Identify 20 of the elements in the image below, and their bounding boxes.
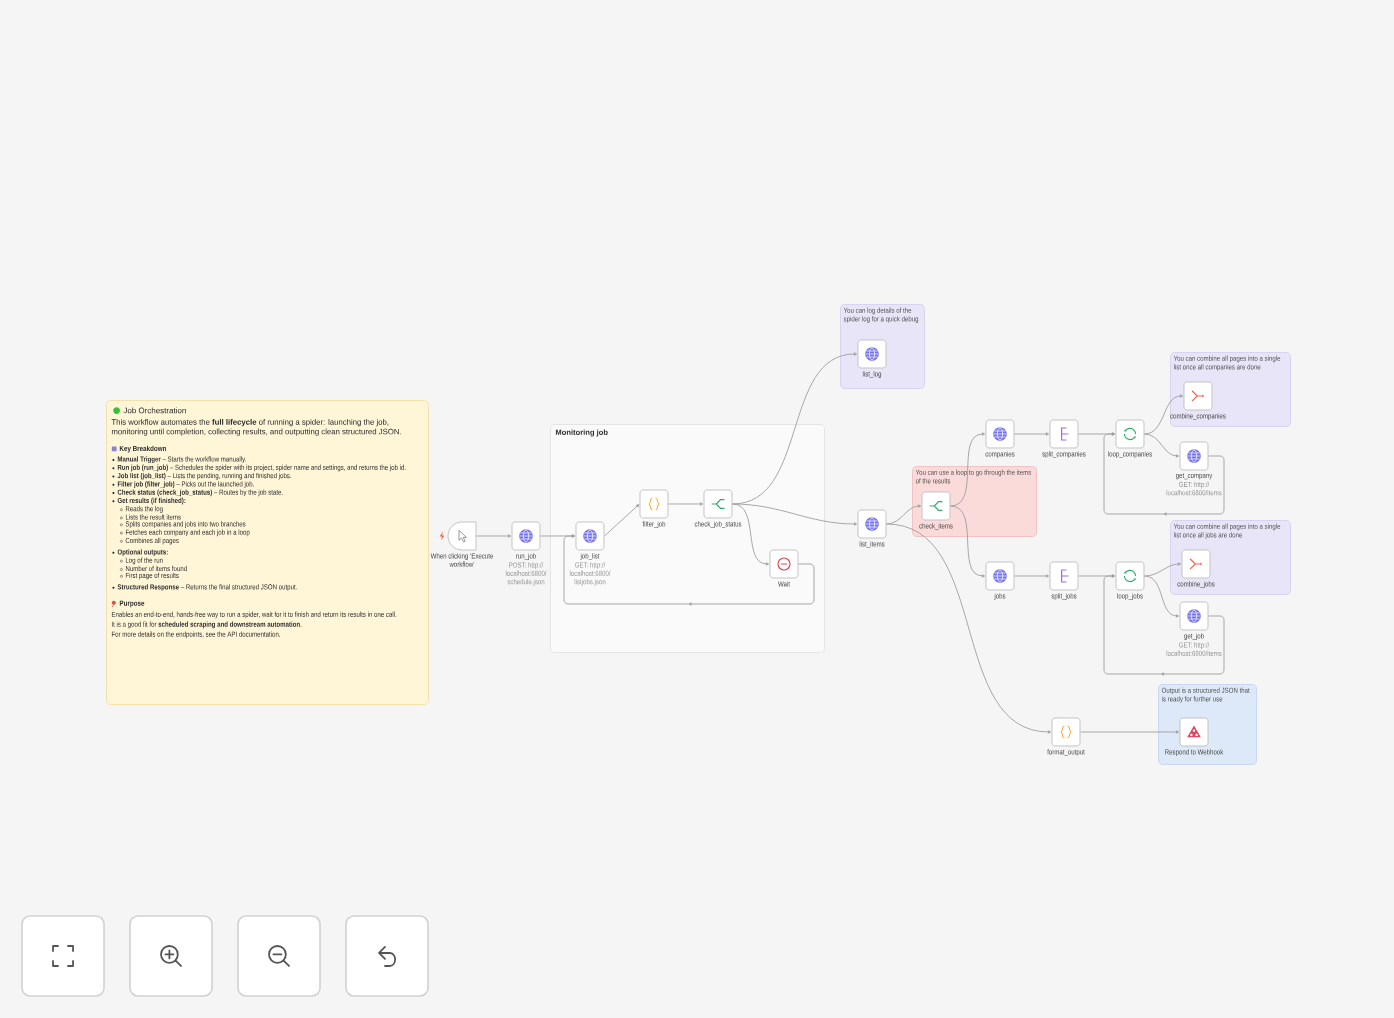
arrow (1014, 432, 1050, 436)
arrow (1080, 730, 1180, 734)
arrow (668, 502, 704, 506)
arrow (1014, 574, 1050, 578)
arrow (1144, 433, 1180, 458)
arrow (732, 352, 858, 505)
arrow (950, 505, 986, 578)
arrow (950, 432, 986, 507)
arrow (563, 534, 815, 606)
arrow (1144, 575, 1180, 618)
arrow (886, 523, 1052, 734)
arrow (886, 504, 922, 525)
arrow (476, 534, 512, 538)
arrow (604, 504, 640, 537)
arrow (732, 503, 858, 526)
arrow (1144, 394, 1184, 435)
arrow (1103, 432, 1225, 516)
arrow (732, 503, 770, 566)
arrow (1103, 574, 1225, 676)
arrow (1144, 562, 1182, 577)
